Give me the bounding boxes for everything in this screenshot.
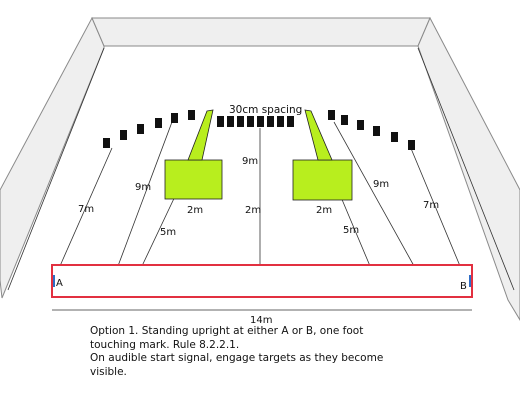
label-left-2m: 2m [187, 205, 203, 216]
start-mark-a [53, 275, 55, 287]
barricade-right [292, 159, 353, 201]
stage-description: Option 1. Standing upright at either A o… [90, 325, 390, 379]
description-line: visible. [90, 365, 127, 378]
target [171, 113, 178, 123]
width-label: 14m [250, 315, 272, 326]
label-left-5m: 5m [160, 227, 176, 238]
target [120, 130, 127, 140]
target [408, 140, 415, 150]
label-left-7m: 7m [78, 204, 94, 215]
right-wall [417, 16, 520, 321]
left-wall [0, 16, 105, 299]
barricade-left [164, 159, 223, 200]
target [277, 116, 284, 127]
barricade-left-wing [187, 109, 214, 161]
start-label-b: B [460, 281, 467, 292]
description-line: Option 1. Standing upright at either A o… [90, 325, 364, 337]
distance-lines [59, 121, 461, 267]
label-right-5m: 5m [343, 225, 359, 236]
description-line: touching mark. Rule 8.2.2.1. [90, 338, 240, 351]
target [267, 116, 274, 127]
target [237, 116, 244, 127]
start-label-a: A [56, 278, 63, 289]
description-line: On audible start signal, engage targets … [90, 352, 384, 364]
target [341, 115, 348, 125]
label-right-9m: 9m [373, 179, 389, 190]
target [257, 116, 264, 127]
target [137, 124, 144, 134]
line-left-7m [59, 147, 113, 267]
target [103, 138, 110, 148]
line-left-9m [117, 121, 173, 267]
label-center-9m: 9m [242, 156, 258, 167]
target [373, 126, 380, 136]
range-floor [7, 47, 515, 291]
back-wall [91, 17, 431, 47]
target [391, 132, 398, 142]
target [247, 116, 254, 127]
line-left-5m [141, 189, 179, 267]
target [287, 116, 294, 127]
target [155, 118, 162, 128]
line-right-5m [337, 189, 371, 267]
target [188, 110, 195, 120]
label-left-9m: 9m [135, 182, 151, 193]
label-center-2m: 2m [245, 205, 261, 216]
barricade-right-wing [304, 109, 333, 161]
line-right-7m [409, 145, 461, 267]
target [357, 120, 364, 130]
targets [103, 110, 415, 150]
label-right-2m: 2m [316, 205, 332, 216]
line-right-9m [333, 121, 415, 267]
spacing-label: 30cm spacing [229, 104, 302, 116]
start-box [51, 264, 473, 298]
target [328, 110, 335, 120]
label-right-7m: 7m [423, 200, 439, 211]
start-mark-b [469, 275, 471, 287]
target [227, 116, 234, 127]
barricades [164, 109, 353, 201]
target [217, 116, 224, 127]
